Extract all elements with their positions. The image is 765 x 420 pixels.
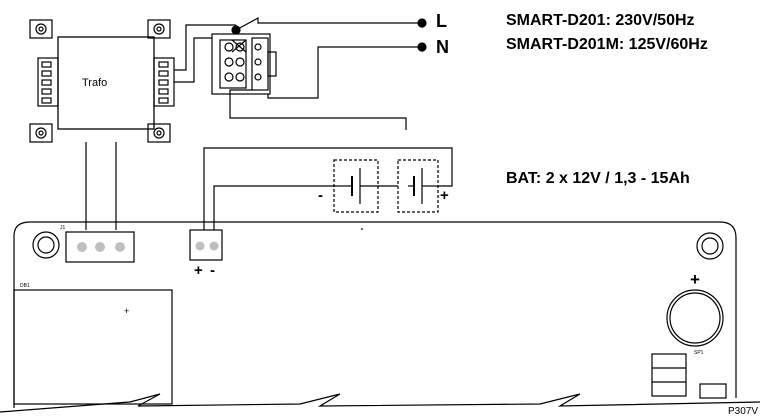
- connector-minus-label: -: [210, 262, 215, 279]
- secondary-wires: [85, 142, 117, 230]
- buzzer-plus-label: +: [690, 270, 700, 289]
- pcb-plus-label: +: [124, 306, 130, 316]
- connector-plus-label: +: [194, 262, 203, 279]
- mains-wires: [229, 16, 427, 130]
- model-spec-line-1: SMART-D201: 230V/50Hz: [506, 12, 695, 29]
- live-terminal-label: L: [436, 11, 447, 31]
- buzzer-mark: SP1: [694, 350, 704, 356]
- neutral-terminal-label: N: [436, 37, 449, 57]
- model-spec-line-2: SMART-D201M: 125V/60Hz: [506, 36, 708, 53]
- battery-minus-label: -: [318, 187, 323, 204]
- transformer-label: Trafo: [82, 77, 108, 89]
- screw-icon: [35, 23, 165, 139]
- battery-wires: [203, 147, 453, 230]
- bridge-mark: DB1: [20, 283, 30, 289]
- j1-mark: J1: [60, 225, 66, 231]
- battery-plus-label: +: [440, 187, 449, 204]
- terminal-screw-icon: [224, 42, 262, 82]
- mains-terminal-block: [211, 25, 277, 95]
- pcb-board: [0, 221, 761, 413]
- transformer: [29, 19, 175, 143]
- battery-spec: BAT: 2 x 12V / 1,3 - 15Ah: [506, 170, 690, 187]
- primary-wires: [174, 24, 237, 83]
- battery-pack: [333, 159, 439, 213]
- drawing-reference: P307V: [728, 406, 759, 417]
